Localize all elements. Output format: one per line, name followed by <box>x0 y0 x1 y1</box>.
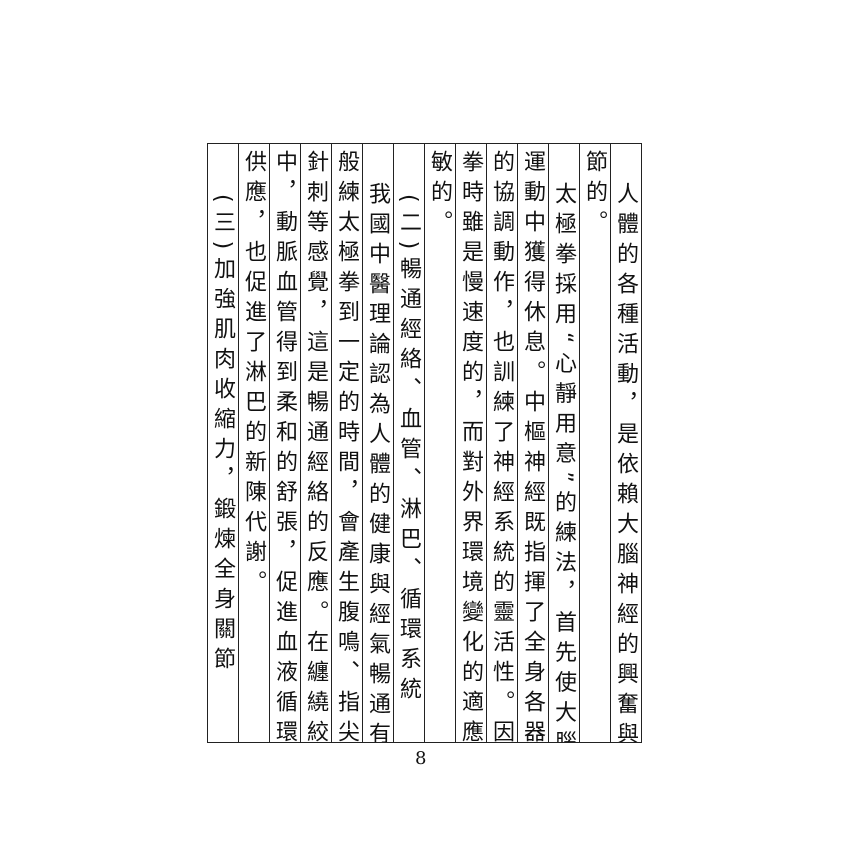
text-column: 供應，也促進了淋巴的新陳代謝。 <box>238 144 269 742</box>
text-column: 拳時雖是慢速度的，而對外界環境變化的適應則是靈 <box>455 144 486 742</box>
manuscript-grid: 人體的各種活動，是依賴大腦神經的興奮與抑制所調 節的。 太極拳採用“心靜用意”的… <box>207 143 642 743</box>
page-number: 8 <box>415 748 427 769</box>
text-column: 人體的各種活動，是依賴大腦神經的興奮與抑制所調 <box>610 144 641 742</box>
text-column: 針刺等感覺，這是暢通經絡的反應。在纏繞絞轉運動 <box>300 144 331 742</box>
text-column: 太極拳採用“心靜用意”的練法，首先使大腦皮層在 <box>548 144 579 742</box>
text-column: 敏的。 <box>424 144 455 742</box>
text-column: 般練太極拳到一定的時間，會產生腹鳴、指尖酸麻、發脹、 <box>331 144 362 742</box>
text-column: 節的。 <box>579 144 610 742</box>
text-column: 我國中醫理論認為人體的健康與經氣暢通有關。一 <box>362 144 393 742</box>
text-column: 的協調動作，也訓練了神經系統的靈活性。因此練太極 <box>486 144 517 742</box>
text-column: 中，動脈血管得到柔和的舒張，促進血液循環，提高氧氣的 <box>269 144 300 742</box>
section-heading: (二)暢通經絡、血管、淋巴、循環系統 <box>393 144 424 742</box>
text-column: 運動中獲得休息。中樞神經既指揮了全身各器官機能 <box>517 144 548 742</box>
section-heading: (三)加強肌肉收縮力，鍛煉全身關節 <box>210 194 235 678</box>
